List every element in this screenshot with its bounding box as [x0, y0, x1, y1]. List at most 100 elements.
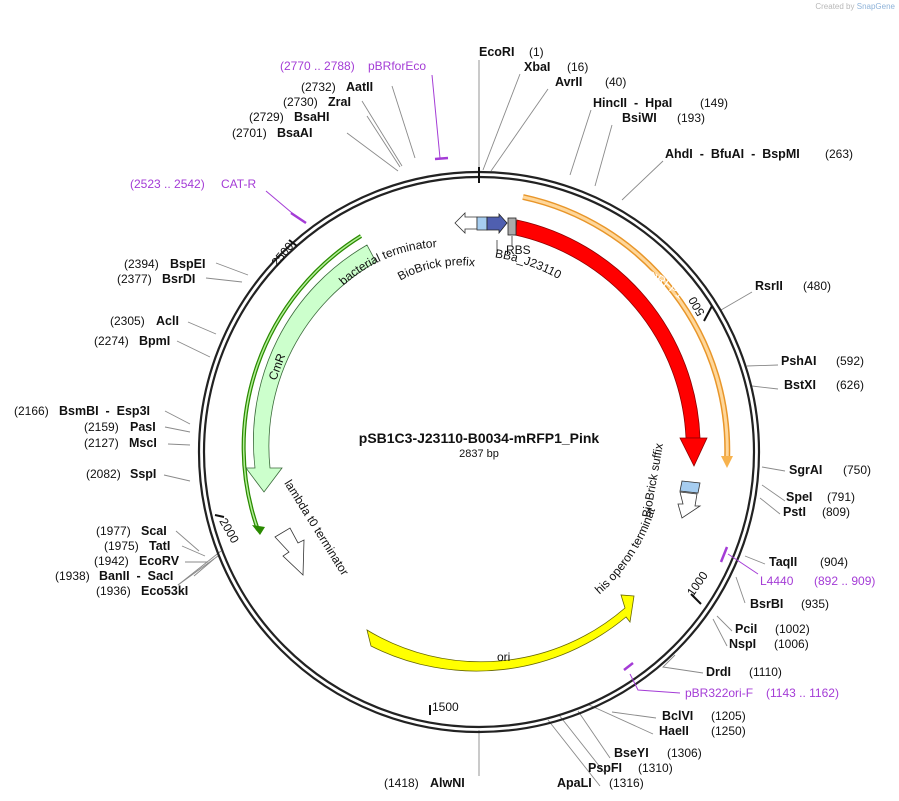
- enzyme-bseyi-pos: (1306): [667, 746, 702, 760]
- enzyme-bsrbi[interactable]: BsrBI: [750, 597, 783, 611]
- enzyme-zrai-pos: (2730): [283, 95, 318, 109]
- enzyme-aatii-pos: (2732): [301, 80, 336, 94]
- enzyme-ahdi-bfuai-bspmi[interactable]: AhdI - BfuAI - BspMI: [665, 147, 800, 161]
- tick-1500: 1500: [432, 700, 459, 714]
- primer-cat-r[interactable]: CAT-R: [221, 177, 256, 191]
- mrfp1-label: mRFP1: [645, 266, 687, 302]
- rbs-label: RBS: [506, 243, 531, 257]
- enzyme-ecori-pos: (1): [529, 45, 544, 59]
- enzyme-spei[interactable]: SpeI: [786, 490, 812, 504]
- enzyme-drdi[interactable]: DrdI: [706, 665, 731, 679]
- primer-l4440-range: (892 .. 909): [814, 574, 875, 588]
- enzyme-bspei[interactable]: BspEI: [170, 257, 205, 271]
- enzyme-bsaai[interactable]: BsaAI: [277, 126, 312, 140]
- snapgene-brand: Created by SnapGene: [815, 2, 895, 11]
- enzyme-bpmi-pos: (2274): [94, 334, 129, 348]
- enzyme-bspei-pos: (2394): [124, 257, 159, 271]
- biobrick-suffix-label: BioBrick suffix: [639, 442, 666, 518]
- enzyme-acli-pos: (2305): [110, 314, 145, 328]
- mrfp1-arrowhead: [679, 437, 708, 467]
- enzyme-pcii[interactable]: PciI: [735, 622, 757, 636]
- enzyme-ahdi-pos: (263): [825, 147, 853, 161]
- plasmid-title: pSB1C3-J23110-B0034-mRFP1_Pink: [359, 430, 600, 446]
- ori-feature[interactable]: [366, 594, 635, 672]
- primer-pbrforeco[interactable]: pBRforEco: [368, 59, 426, 73]
- enzyme-hincii-hpai[interactable]: HincII - HpaI: [593, 96, 672, 110]
- mrfp1-orf-arrowhead: [721, 456, 733, 468]
- enzyme-psti[interactable]: PstI: [783, 505, 806, 519]
- ori-label: ori: [497, 650, 510, 664]
- enzyme-bstxi-pos: (626): [836, 378, 864, 392]
- enzyme-bseyi[interactable]: BseYI: [614, 746, 649, 760]
- cmr-label: CmR: [266, 351, 289, 382]
- enzyme-bsaai-pos: (2701): [232, 126, 267, 140]
- mrfp1-body: [514, 219, 701, 439]
- enzyme-hincii-hpai-pos: (149): [700, 96, 728, 110]
- enzyme-pspfi-pos: (1310): [638, 761, 673, 775]
- enzyme-zrai[interactable]: ZraI: [328, 95, 351, 109]
- enzyme-bsiwi-pos: (193): [677, 111, 705, 125]
- primer-leaders: [265, 74, 759, 694]
- enzyme-ecorv[interactable]: EcoRV: [139, 554, 180, 568]
- bacterial-terminator-arrow[interactable]: [454, 212, 478, 234]
- cmr-outline-inner: [242, 235, 362, 531]
- enzyme-pcii-pos: (1002): [775, 622, 810, 636]
- enzyme-ecorv-pos: (1942): [94, 554, 129, 568]
- primer-marks: [290, 156, 729, 671]
- enzyme-scai[interactable]: ScaI: [141, 524, 167, 538]
- enzyme-sgrai[interactable]: SgrAI: [789, 463, 822, 477]
- enzyme-msci[interactable]: MscI: [129, 436, 157, 450]
- enzyme-msci-pos: (2127): [84, 436, 119, 450]
- enzyme-ecori[interactable]: EcoRI: [479, 45, 514, 59]
- cmr-feature[interactable]: [245, 244, 377, 493]
- enzyme-pasi[interactable]: PasI: [130, 420, 156, 434]
- enzyme-avrii-pos: (40): [605, 75, 626, 89]
- enzyme-rsrii[interactable]: RsrII: [755, 279, 783, 293]
- enzyme-pshai[interactable]: PshAI: [781, 354, 816, 368]
- enzyme-alwni[interactable]: AlwNI: [430, 776, 465, 790]
- enzyme-nspi[interactable]: NspI: [729, 637, 756, 651]
- enzyme-bsiwi[interactable]: BsiWI: [622, 111, 657, 125]
- enzyme-bstxi[interactable]: BstXI: [784, 378, 816, 392]
- primer-l4440[interactable]: L4440: [760, 574, 794, 588]
- primer-pbr322ori-f-range: (1143 .. 1162): [766, 686, 839, 700]
- enzyme-bsahi-pos: (2729): [249, 110, 284, 124]
- enzyme-bsrdi[interactable]: BsrDI: [162, 272, 195, 286]
- enzyme-bsmbi-esp3i[interactable]: BsmBI - Esp3I: [59, 404, 150, 418]
- rbs-feature[interactable]: [507, 217, 517, 236]
- enzyme-bpmi[interactable]: BpmI: [139, 334, 170, 348]
- enzyme-bsmbi-pos: (2166): [14, 404, 49, 418]
- enzyme-apali[interactable]: ApaLI: [557, 776, 592, 790]
- enzyme-eco53ki[interactable]: Eco53kI: [141, 584, 188, 598]
- biobrick-prefix-feature[interactable]: [476, 216, 488, 231]
- enzyme-pasi-pos: (2159): [84, 420, 119, 434]
- enzyme-pshai-pos: (592): [836, 354, 864, 368]
- lambda-terminator-arrow[interactable]: [274, 527, 305, 576]
- enzyme-drdi-pos: (1110): [749, 665, 782, 679]
- primer-pbr322ori-f[interactable]: pBR322ori-F: [685, 686, 753, 700]
- enzyme-bsahi[interactable]: BsaHI: [294, 110, 329, 124]
- enzyme-taqii[interactable]: TaqII: [769, 555, 797, 569]
- plasmid-length: 2837 bp: [459, 448, 499, 460]
- enzyme-tati[interactable]: TatI: [149, 539, 170, 553]
- his-terminator-arrow[interactable]: [677, 491, 702, 519]
- enzyme-bclvi[interactable]: BclVI: [662, 709, 693, 723]
- enzyme-acli[interactable]: AclI: [156, 314, 179, 328]
- enzyme-pspfi[interactable]: PspFI: [588, 761, 622, 775]
- primer-pbrforeco-range: (2770 .. 2788): [280, 59, 355, 73]
- enzyme-avrii[interactable]: AvrII: [555, 75, 582, 89]
- enzyme-haeii[interactable]: HaeII: [659, 724, 689, 738]
- enzyme-psti-pos: (809): [822, 505, 850, 519]
- promoter-feature[interactable]: [486, 212, 508, 235]
- enzyme-xbai[interactable]: XbaI: [524, 60, 550, 74]
- enzyme-xbai-pos: (16): [567, 60, 588, 74]
- enzyme-banii-saci[interactable]: BanII - SacI: [99, 569, 173, 583]
- enzyme-haeii-pos: (1250): [711, 724, 746, 738]
- position-ticks: [214, 239, 713, 715]
- enzyme-sspi[interactable]: SspI: [130, 467, 156, 481]
- tick-2000: 2000: [216, 516, 242, 546]
- enzyme-apali-pos: (1316): [609, 776, 644, 790]
- biobrick-suffix-feature[interactable]: [679, 480, 701, 494]
- enzyme-aatii[interactable]: AatII: [346, 80, 373, 94]
